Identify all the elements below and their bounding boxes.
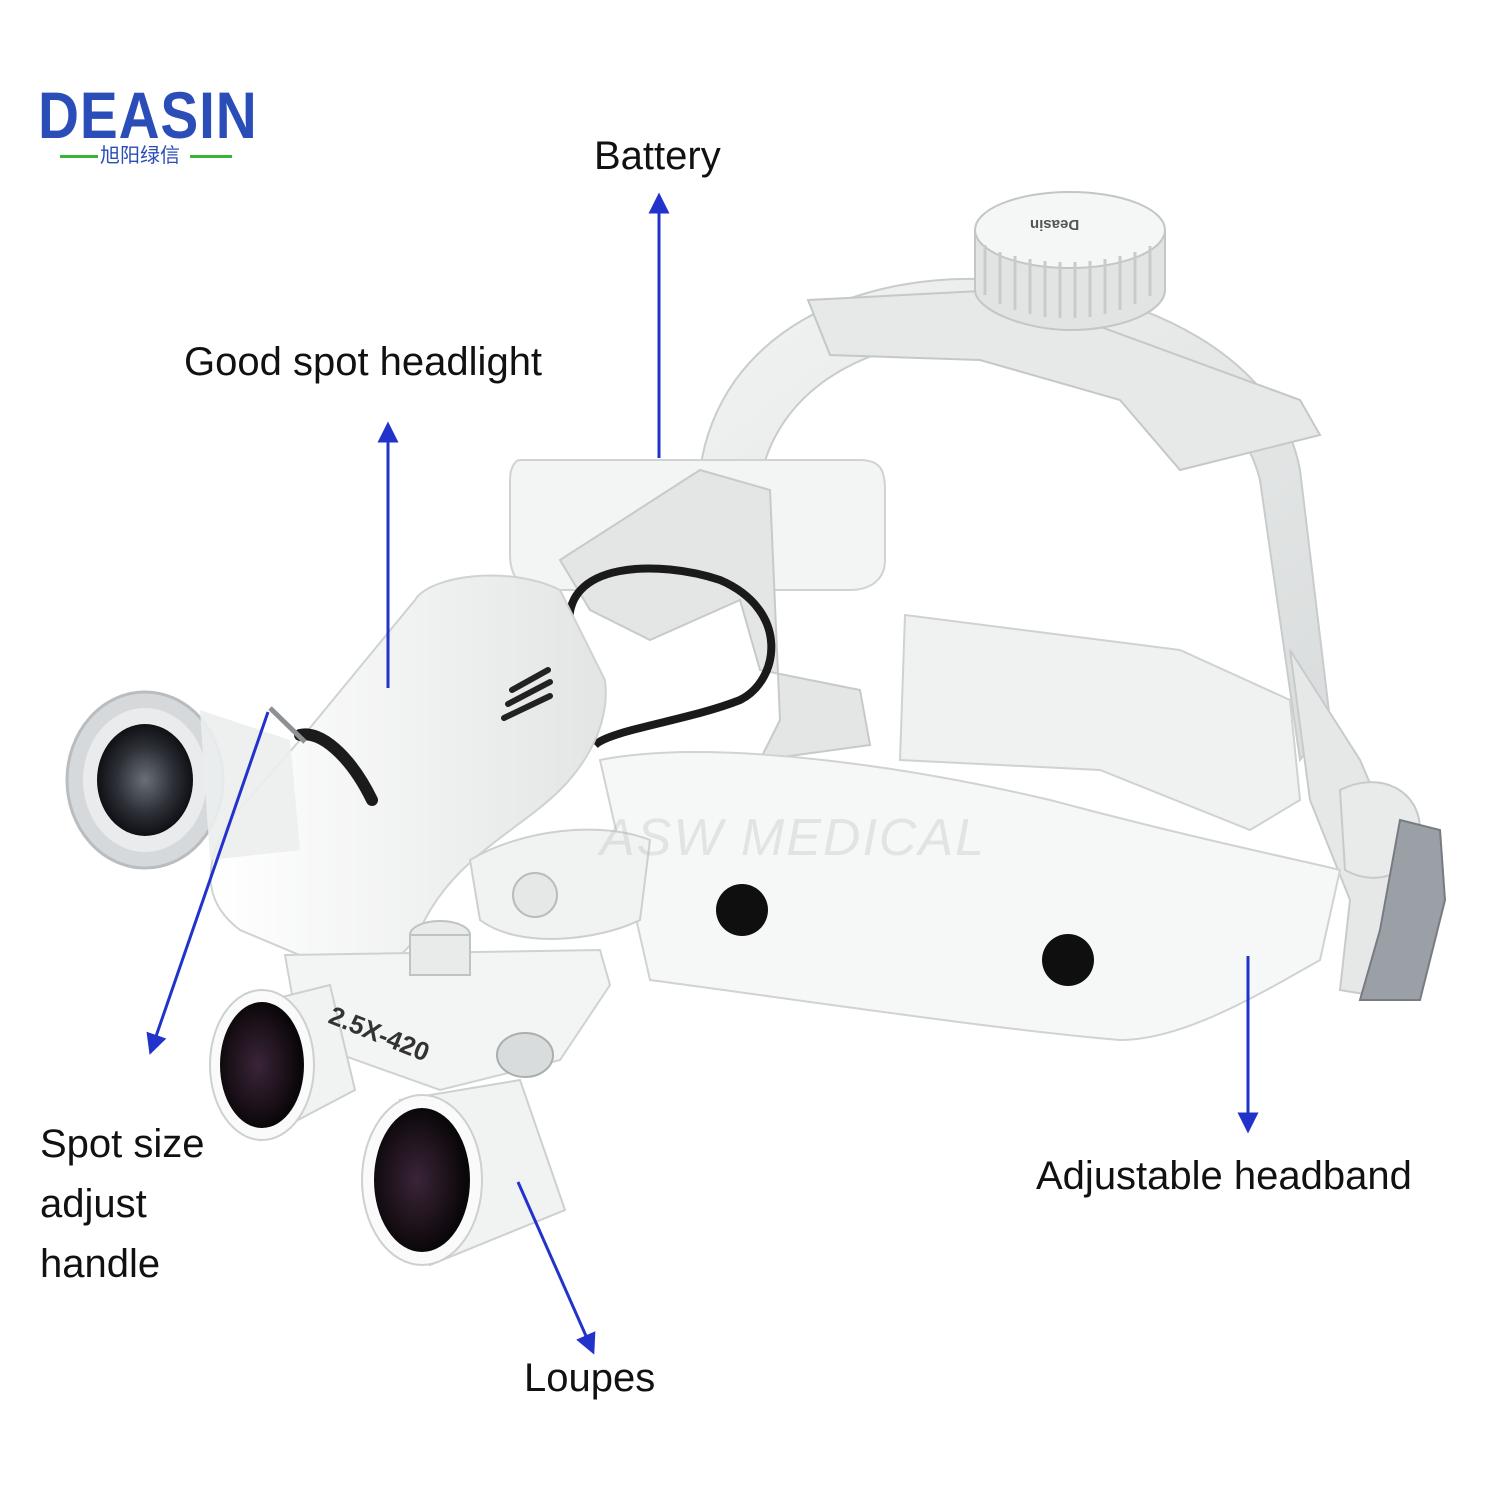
band-rivet-2 xyxy=(1042,934,1094,986)
top-adjust-knob xyxy=(974,191,1166,332)
logo-wordmark: DEASIN xyxy=(38,78,258,152)
label-spot-size-line-2: adjust xyxy=(40,1182,147,1226)
logo-line-right xyxy=(190,155,232,158)
label-battery: Battery xyxy=(594,134,721,178)
spot-adjust-slot xyxy=(294,728,378,806)
front-leather-band xyxy=(598,751,1342,1042)
logo-line-left xyxy=(60,155,98,158)
label-spot-size-line-3: handle xyxy=(40,1242,161,1286)
rear-metal-clip xyxy=(1358,818,1447,1001)
side-bracket xyxy=(558,468,872,762)
spot-adjust-handle xyxy=(268,706,307,744)
headlight-vent xyxy=(501,667,553,721)
loupe-left xyxy=(209,983,357,1142)
power-cable xyxy=(565,564,776,749)
headlight-body xyxy=(209,574,607,974)
watermark: ASW MEDICAL xyxy=(600,809,987,867)
label-loupes: Loupes xyxy=(524,1356,656,1400)
arrow-spot-size xyxy=(146,711,270,1055)
headband-cushion xyxy=(898,613,1302,832)
band-rivet-1 xyxy=(716,884,768,936)
headlight-lens xyxy=(65,690,300,870)
loupe-right xyxy=(361,1078,567,1267)
arrow-loupes xyxy=(516,1181,596,1355)
logo-tagline: 旭阳绿信 xyxy=(100,143,180,167)
brand-logo: DEASIN 旭阳绿信 xyxy=(38,82,263,172)
label-headlight: Good spot headlight xyxy=(184,340,543,384)
interpupillary-knob xyxy=(496,1032,554,1078)
label-headband: Adjustable headband xyxy=(1036,1154,1412,1198)
loupe-focus-knob xyxy=(409,920,471,976)
label-spot-size-line-1: Spot size xyxy=(40,1122,205,1166)
pivot-arm xyxy=(468,828,652,940)
knob-brand-mark: Deasin xyxy=(1030,216,1080,233)
pivot-knob xyxy=(512,872,558,918)
